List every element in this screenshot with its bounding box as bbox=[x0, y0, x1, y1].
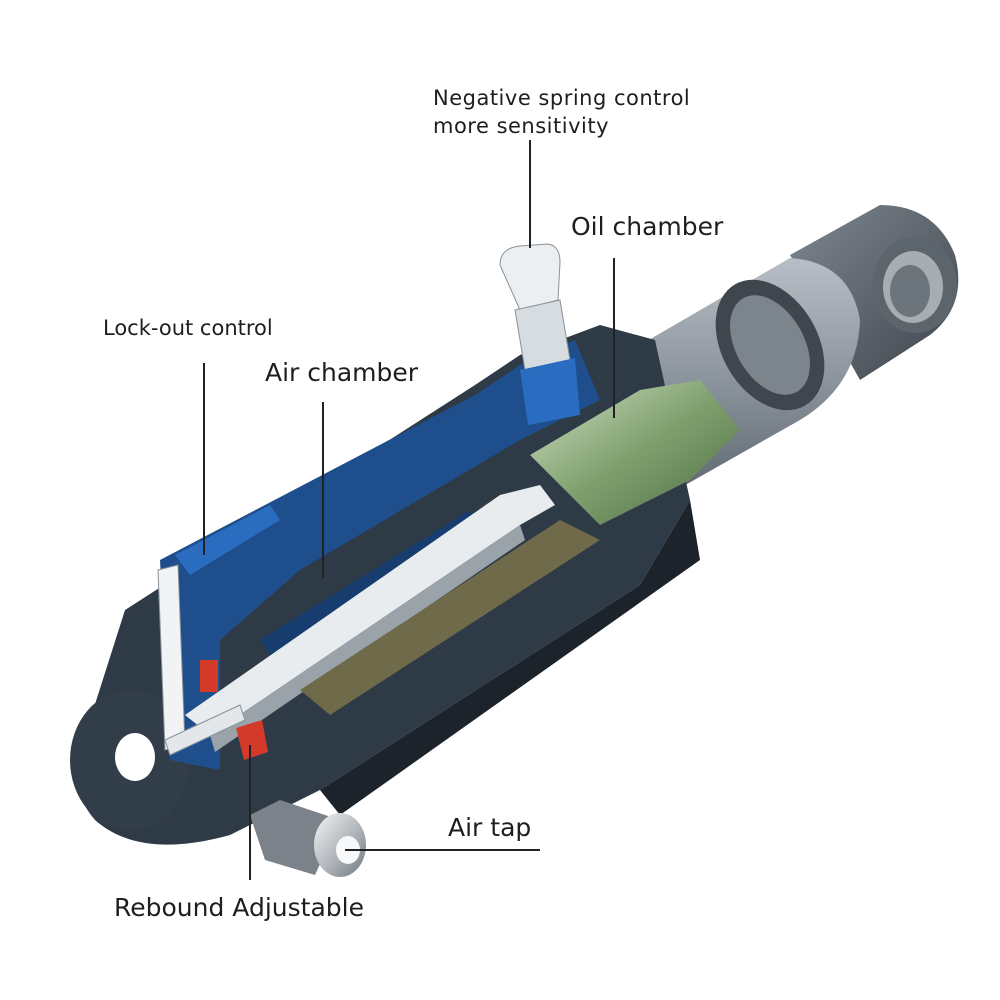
lockout-lever bbox=[157, 564, 246, 756]
oil-chamber-region bbox=[530, 380, 740, 525]
negative-spring-adjuster bbox=[499, 243, 580, 425]
piston-rod bbox=[185, 485, 600, 752]
lower-eyelet bbox=[70, 690, 190, 830]
upper-eyelet bbox=[790, 205, 959, 380]
label-lockout-control: Lock-out control bbox=[103, 316, 273, 340]
label-negative-spring-control: Negative spring control more sensitivity bbox=[433, 84, 690, 140]
air-tap-valve bbox=[250, 800, 366, 877]
rebound-adjuster bbox=[200, 660, 268, 760]
label-air-chamber: Air chamber bbox=[265, 358, 419, 387]
label-negative-spring-line1: Negative spring control bbox=[433, 86, 691, 110]
label-air-tap: Air tap bbox=[448, 813, 532, 842]
label-oil-chamber: Oil chamber bbox=[571, 212, 724, 241]
label-rebound-adjustable: Rebound Adjustable bbox=[114, 893, 364, 922]
label-negative-spring-line2: more sensitivity bbox=[433, 114, 610, 138]
leader-lines bbox=[203, 140, 615, 880]
